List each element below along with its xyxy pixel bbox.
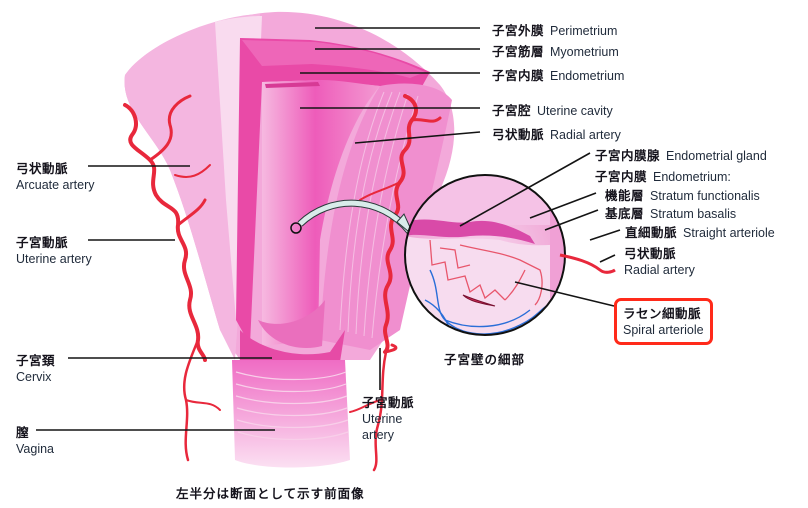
label-jp: 子宮頚	[16, 353, 56, 368]
label-jp: 機能層	[605, 188, 645, 203]
label-jp: 弓状動脈	[624, 246, 677, 261]
leader-lines	[36, 27, 621, 431]
label-en: Spiral arteriole	[623, 323, 704, 337]
label-en: Uterine artery	[16, 252, 92, 266]
label-en-line2: artery	[362, 427, 394, 442]
label-stratum-basalis: 基底層 Stratum basalis	[605, 203, 736, 223]
label-jp: 直細動脈	[625, 225, 678, 240]
label-endometrium: 子宮内膜 Endometrium	[492, 65, 624, 85]
label-en: Stratum functionalis	[650, 189, 760, 203]
label-uterine-artery-right: 子宮動脈 Uterine artery	[362, 392, 414, 443]
label-uterine-artery-left: 子宮動脈 Uterine artery	[16, 232, 92, 268]
label-radial-artery-top: 弓状動脈 Radial artery	[492, 124, 621, 144]
label-endometrial-gland: 子宮内膜腺 Endometrial gland	[595, 145, 767, 165]
label-jp: 子宮内膜	[492, 68, 545, 83]
uterus-body	[124, 11, 455, 362]
vagina	[232, 360, 350, 468]
label-cervix: 子宮頚 Cervix	[16, 350, 55, 386]
label-jp: ラセン細動脈	[623, 306, 702, 321]
label-straight-arteriole: 直細動脈 Straight arteriole	[625, 222, 775, 242]
label-en: Cervix	[16, 370, 52, 384]
label-en: Uterine cavity	[537, 104, 613, 118]
label-en: Perimetrium	[550, 24, 618, 38]
label-vagina: 膣 Vagina	[16, 422, 54, 458]
label-en: Endometrium	[550, 69, 625, 83]
label-en-line1: Uterine	[362, 412, 403, 426]
label-perimetrium: 子宮外膜 Perimetrium	[492, 20, 617, 40]
label-en: Myometrium	[550, 45, 619, 59]
label-spiral-arteriole-highlighted: ラセン細動脈 Spiral arteriole	[614, 298, 713, 345]
label-en: Endometrial gland	[666, 149, 767, 163]
figure-caption: 左半分は断面として示す前面像	[176, 486, 365, 501]
label-en: Endometrium:	[653, 170, 731, 184]
label-arcuate-artery: 弓状動脈 Arcuate artery	[16, 158, 95, 194]
label-en: Straight arteriole	[683, 226, 775, 240]
label-uterine-cavity: 子宮腔 Uterine cavity	[492, 100, 613, 120]
label-jp: 子宮内膜	[595, 169, 648, 184]
label-jp: 子宮筋層	[492, 44, 545, 59]
uterine-wall-detail-circle	[404, 174, 616, 336]
detail-caption: 子宮壁の細部	[444, 352, 526, 367]
label-jp: 子宮腔	[492, 103, 532, 118]
label-jp: 子宮外膜	[492, 23, 545, 38]
detail-pointer	[290, 199, 415, 237]
label-en: Radial artery	[624, 263, 695, 277]
label-jp: 子宮内膜腺	[595, 148, 661, 163]
label-myometrium: 子宮筋層 Myometrium	[492, 41, 619, 61]
label-radial-artery-detail: 弓状動脈 Radial artery	[624, 243, 695, 279]
label-en: Stratum basalis	[650, 207, 737, 221]
label-jp: 子宮動脈	[16, 235, 69, 250]
label-endometrium-detail: 子宮内膜 Endometrium:	[595, 166, 731, 186]
label-jp: 膣	[16, 425, 30, 440]
label-en: Vagina	[16, 442, 54, 456]
label-jp: 基底層	[605, 206, 645, 221]
label-en: Radial artery	[550, 128, 621, 142]
label-stratum-functionalis: 機能層 Stratum functionalis	[605, 185, 760, 205]
label-jp: 弓状動脈	[16, 161, 69, 176]
label-jp: 子宮動脈	[362, 395, 415, 410]
label-jp: 弓状動脈	[492, 127, 545, 142]
label-en: Arcuate artery	[16, 178, 95, 192]
